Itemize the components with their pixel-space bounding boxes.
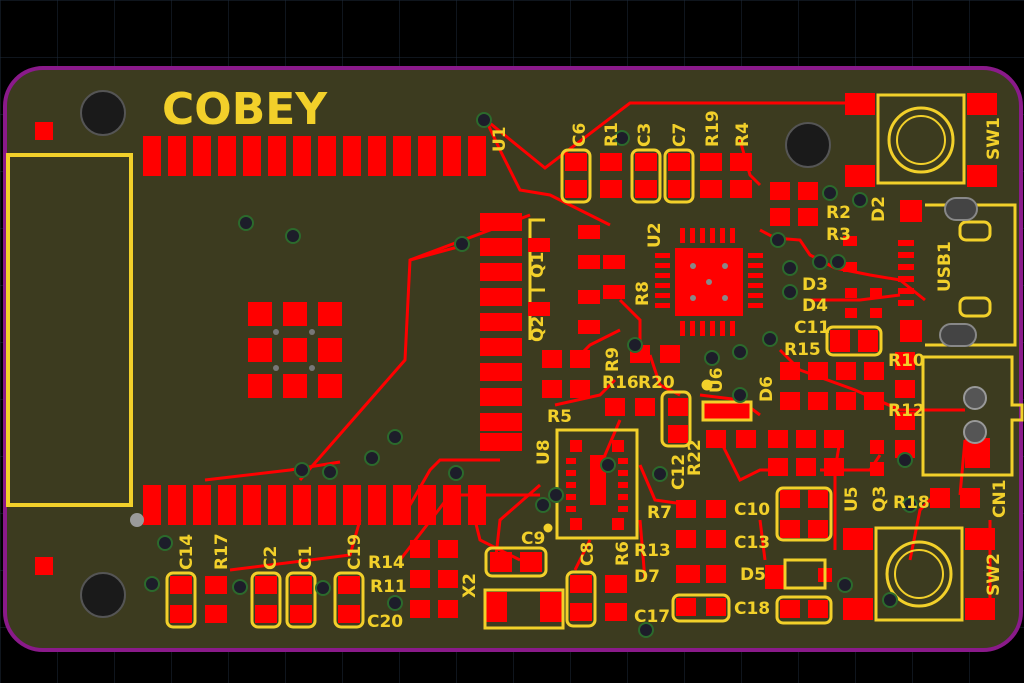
- vias: [144, 112, 918, 638]
- label-u6: U6: [707, 367, 727, 393]
- label-r13: R13: [634, 541, 671, 561]
- label-r6: R6: [613, 541, 633, 566]
- label-c13: C13: [734, 533, 770, 553]
- label-r1: R1: [602, 122, 622, 147]
- label-r8: R8: [633, 281, 653, 306]
- label-x2: X2: [460, 573, 480, 598]
- label-u2: U2: [645, 222, 665, 248]
- label-q2: Q2: [528, 316, 548, 342]
- label-c7: C7: [670, 123, 690, 147]
- label-r14: R14: [368, 553, 405, 573]
- label-r9: R9: [603, 347, 623, 372]
- label-r2: R2: [826, 203, 851, 223]
- passive-pads: [170, 153, 990, 623]
- label-c3: C3: [635, 123, 655, 147]
- label-c17: C17: [634, 607, 670, 627]
- switch-sw2: [843, 526, 995, 622]
- silkscreen-labels: COBEY U1 U2 U5 U6 U8 Q1 Q2 Q3 X2 SW1 SW2…: [162, 84, 1010, 632]
- switch-sw1: [845, 93, 997, 187]
- cn1-connector: [921, 355, 1024, 477]
- mounting-holes: [35, 90, 831, 618]
- label-c18: C18: [734, 599, 770, 619]
- u2-qfn: [655, 228, 763, 336]
- label-r15: R15: [784, 340, 821, 360]
- label-r4: R4: [733, 122, 753, 147]
- label-c1: C1: [296, 546, 316, 570]
- label-d5: D5: [740, 565, 766, 585]
- label-d3: D3: [802, 275, 828, 295]
- usb-connector: [925, 197, 1017, 347]
- label-u8: U8: [534, 439, 554, 465]
- label-r3: R3: [826, 225, 851, 245]
- u8-qfn: [555, 428, 639, 540]
- label-c20: C20: [367, 612, 403, 632]
- label-q1: Q1: [528, 252, 548, 278]
- label-r7: R7: [647, 503, 672, 523]
- label-usb1: USB1: [935, 241, 955, 292]
- label-u1: U1: [490, 126, 510, 152]
- label-r11: R11: [370, 577, 407, 597]
- label-r5: R5: [547, 407, 572, 427]
- label-d6: D6: [757, 376, 777, 402]
- label-c14: C14: [177, 534, 197, 570]
- label-d4: D4: [802, 296, 828, 316]
- label-r22: R22: [685, 439, 705, 476]
- label-c8: C8: [578, 542, 598, 566]
- label-c12: C12: [669, 454, 689, 490]
- label-d2: D2: [869, 196, 889, 222]
- silkscreen-outlines: [165, 148, 883, 630]
- label-r17: R17: [212, 533, 232, 570]
- label-q3: Q3: [870, 486, 890, 512]
- u1-module: [6, 136, 522, 525]
- label-sw2: SW2: [984, 553, 1004, 596]
- label-c19: C19: [345, 534, 365, 570]
- label-r10: R10: [888, 351, 925, 371]
- label-r16: R16: [602, 373, 639, 393]
- label-r18: R18: [893, 493, 930, 513]
- label-r12: R12: [888, 401, 925, 421]
- label-r19: R19: [703, 110, 723, 147]
- q1-q2-transistors: [528, 218, 625, 340]
- label-c9: C9: [521, 529, 545, 549]
- label-c6: C6: [570, 123, 590, 147]
- label-c2: C2: [261, 546, 281, 570]
- label-sw1: SW1: [984, 117, 1004, 160]
- label-d7: D7: [634, 567, 660, 587]
- label-c11: C11: [794, 318, 830, 338]
- board-title: COBEY: [162, 84, 328, 135]
- label-cn1: CN1: [990, 479, 1010, 518]
- label-r20: R20: [638, 373, 675, 393]
- label-u5: U5: [842, 486, 862, 512]
- label-c10: C10: [734, 500, 770, 520]
